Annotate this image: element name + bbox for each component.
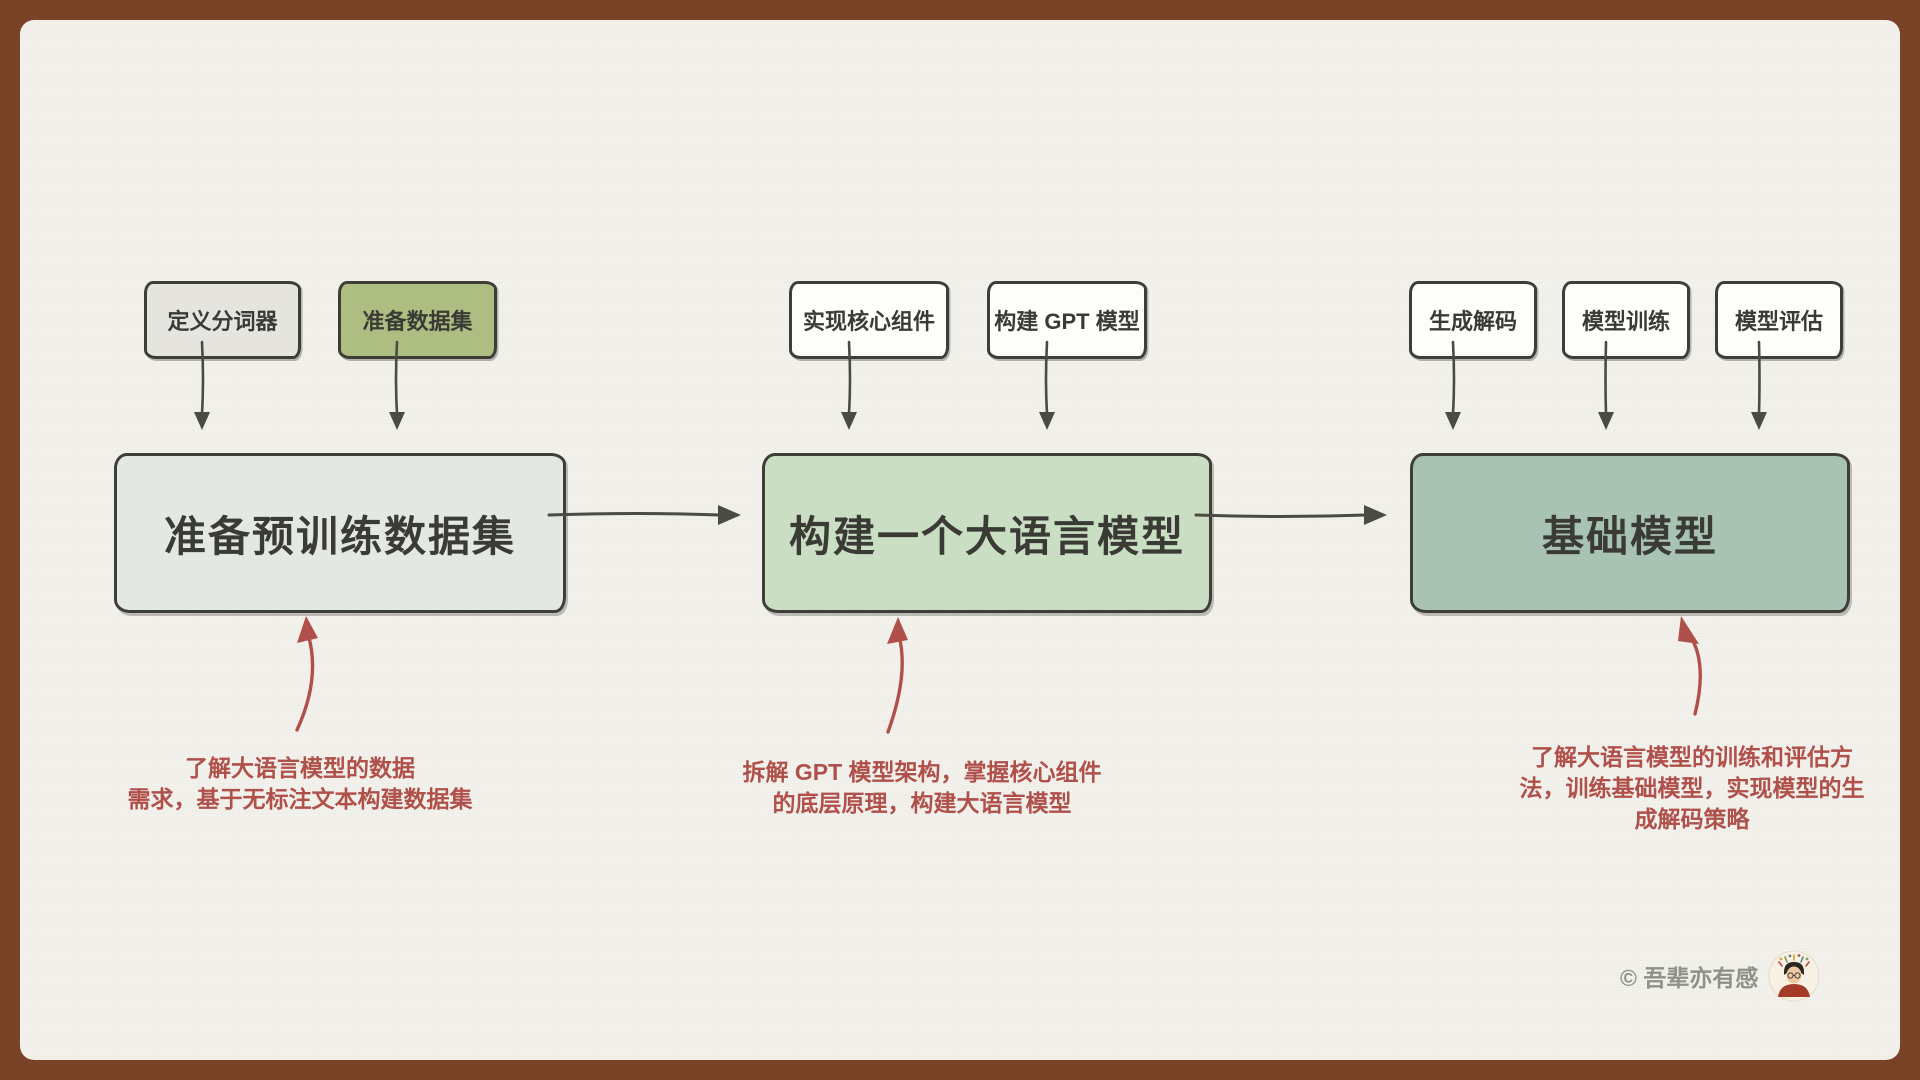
annotation-arrow-icon bbox=[295, 616, 318, 732]
sub-box-prepare-dataset: 准备数据集 bbox=[338, 281, 497, 359]
main-box-base-model: 基础模型 bbox=[1410, 453, 1850, 613]
sub-box-label: 模型评估 bbox=[1734, 309, 1823, 334]
annotation-line: 了解大语言模型的数据 bbox=[185, 755, 415, 781]
main-box-label: 构建一个大语言模型 bbox=[788, 512, 1185, 560]
sub-box-implement-core-components: 实现核心组件 bbox=[789, 281, 949, 359]
paper-canvas: 定义分词器 准备数据集 实现核心组件 构建 GPT 模型 生成解码 模型训练 模… bbox=[20, 20, 1900, 1060]
arrow-right-icon bbox=[1194, 505, 1387, 525]
sub-box-label: 构建 GPT 模型 bbox=[994, 309, 1140, 334]
watermark: © 吾辈亦有感 bbox=[1620, 948, 1820, 1004]
annotation-line: 法，训练基础模型，实现模型的生 bbox=[1519, 775, 1865, 801]
annotation-stage2: 拆解 GPT 模型架构，掌握核心组件 的底层原理，构建大语言模型 bbox=[738, 757, 1106, 819]
main-box-label: 准备预训练数据集 bbox=[163, 512, 516, 560]
sub-box-label: 实现核心组件 bbox=[802, 309, 935, 334]
sub-box-model-evaluation: 模型评估 bbox=[1715, 281, 1843, 359]
arrow-right-icon bbox=[547, 505, 741, 525]
main-box-prepare-pretraining-dataset: 准备预训练数据集 bbox=[114, 453, 566, 613]
annotation-stage1: 了解大语言模型的数据 需求，基于无标注文本构建数据集 bbox=[120, 753, 480, 815]
annotation-line: 需求，基于无标注文本构建数据集 bbox=[127, 786, 473, 812]
annotation-line: 了解大语言模型的训练和评估方 bbox=[1531, 744, 1853, 770]
annotation-line: 拆解 GPT 模型架构，掌握核心组件 bbox=[742, 759, 1102, 785]
sub-box-label: 生成解码 bbox=[1428, 309, 1517, 334]
sub-box-label: 模型训练 bbox=[1581, 309, 1670, 334]
annotation-line: 的底层原理，构建大语言模型 bbox=[772, 790, 1072, 816]
annotation-arrow-icon bbox=[1678, 616, 1702, 716]
main-box-build-llm: 构建一个大语言模型 bbox=[762, 453, 1212, 613]
sub-box-model-training: 模型训练 bbox=[1562, 281, 1690, 359]
sub-box-label: 定义分词器 bbox=[167, 309, 278, 334]
sub-box-generate-decode: 生成解码 bbox=[1409, 281, 1537, 359]
main-box-label: 基础模型 bbox=[1541, 512, 1718, 560]
sub-box-build-gpt-model: 构建 GPT 模型 bbox=[987, 281, 1147, 359]
author-avatar bbox=[1768, 950, 1820, 1002]
sub-box-label: 准备数据集 bbox=[362, 309, 473, 334]
annotation-stage3: 了解大语言模型的训练和评估方 法，训练基础模型，实现模型的生 成解码策略 bbox=[1508, 742, 1876, 835]
annotation-arrow-icon bbox=[886, 617, 908, 734]
watermark-text: © 吾辈亦有感 bbox=[1620, 965, 1759, 991]
annotation-line: 成解码策略 bbox=[1634, 806, 1750, 832]
sub-box-define-tokenizer: 定义分词器 bbox=[144, 281, 301, 359]
